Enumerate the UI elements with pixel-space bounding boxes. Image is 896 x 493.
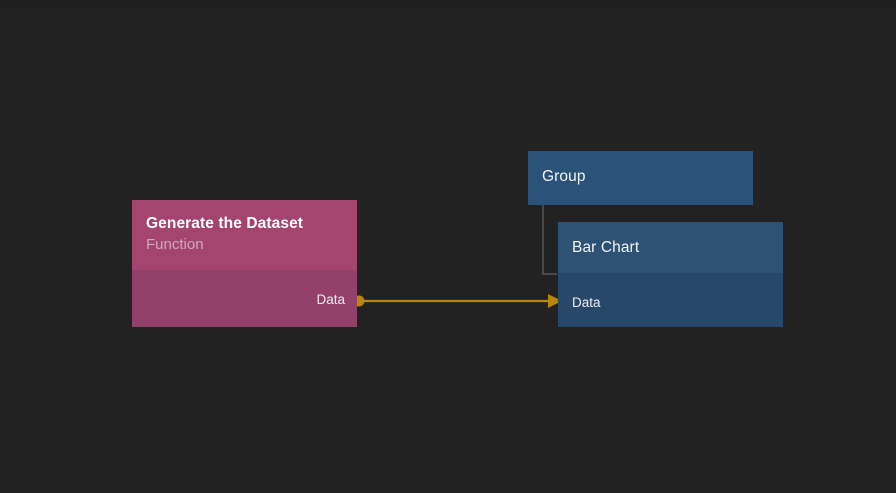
node-title: Generate the Dataset bbox=[146, 215, 304, 232]
node-header[interactable]: Group bbox=[528, 151, 753, 205]
canvas-top-edge bbox=[0, 0, 896, 8]
node-bar-chart[interactable]: Bar Chart Data bbox=[558, 222, 783, 327]
tree-connector-vertical bbox=[542, 205, 544, 275]
group-tree-connector bbox=[542, 205, 560, 275]
node-body[interactable]: Data bbox=[132, 270, 357, 327]
tree-connector-horizontal bbox=[542, 273, 557, 275]
node-header[interactable]: Bar Chart bbox=[558, 222, 783, 273]
node-title: Group bbox=[542, 168, 586, 185]
node-body[interactable]: Data bbox=[558, 273, 783, 327]
node-group[interactable]: Group bbox=[528, 151, 753, 205]
output-port-data-label[interactable]: Data bbox=[316, 292, 345, 307]
node-header[interactable]: Generate the Dataset Function bbox=[132, 200, 357, 270]
node-subtitle: Function bbox=[146, 236, 204, 253]
node-generate-the-dataset[interactable]: Generate the Dataset Function Data bbox=[132, 200, 357, 327]
node-title: Bar Chart bbox=[572, 239, 640, 256]
input-port-data-label[interactable]: Data bbox=[572, 295, 601, 310]
